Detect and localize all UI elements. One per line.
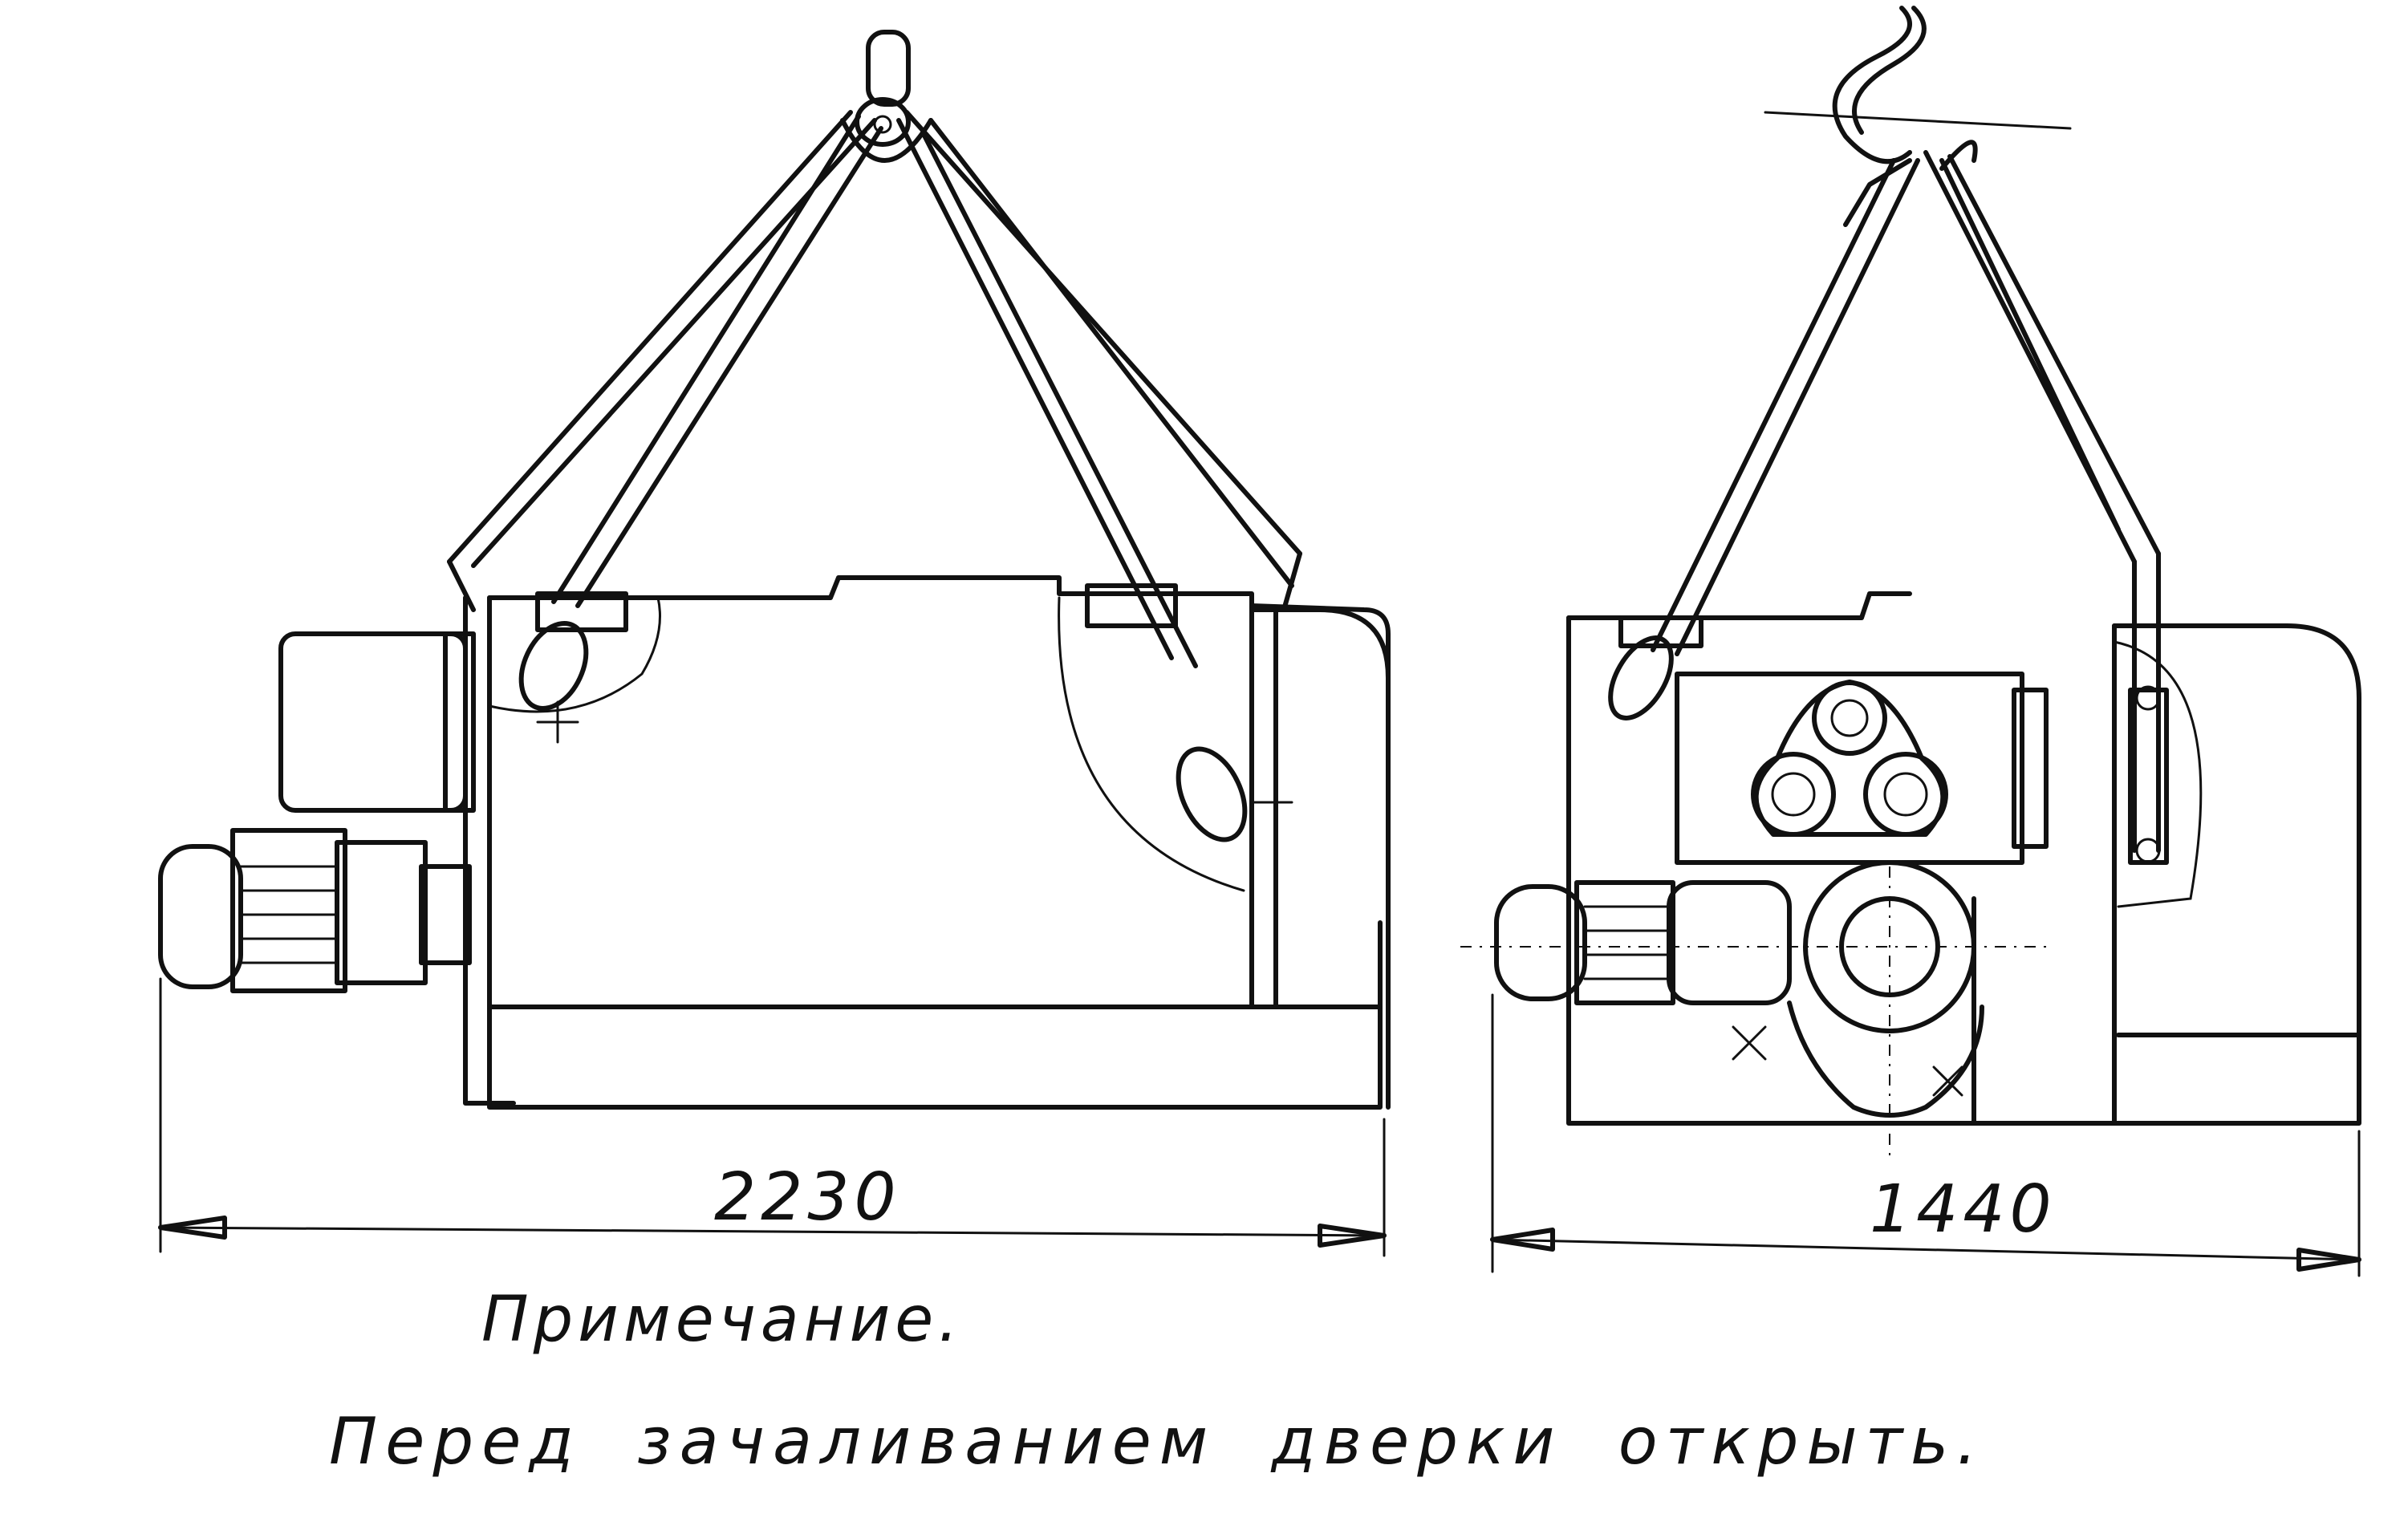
note-text: Перед зачаливанием дверки открыть. xyxy=(329,1404,1985,1479)
dimension-2230: 2230 xyxy=(158,977,1387,1257)
front-width-label: 2230 xyxy=(714,1159,901,1236)
upper-motor xyxy=(278,631,468,813)
sling-eye-left xyxy=(518,621,589,711)
lug-right xyxy=(1085,583,1178,628)
side-sling-eye xyxy=(1608,635,1674,720)
lower-motor xyxy=(158,828,472,993)
side-slings xyxy=(1651,150,2161,853)
front-body xyxy=(463,575,1391,1110)
side-body xyxy=(1566,591,2361,1126)
gearbox xyxy=(1675,672,2049,865)
sling-eye-right xyxy=(1176,746,1248,842)
front-view: 2230 xyxy=(158,30,1391,1257)
lug-left xyxy=(535,591,628,632)
dimension-1440: 1440 xyxy=(1490,993,2361,1277)
crane-hook xyxy=(1764,6,2072,171)
front-slings xyxy=(447,110,1302,668)
side-width-label: 1440 xyxy=(1870,1171,2057,1248)
note-title: Примечание. xyxy=(481,1284,964,1356)
crane-shackle xyxy=(840,30,933,163)
side-view: 1440 xyxy=(1460,6,2361,1277)
